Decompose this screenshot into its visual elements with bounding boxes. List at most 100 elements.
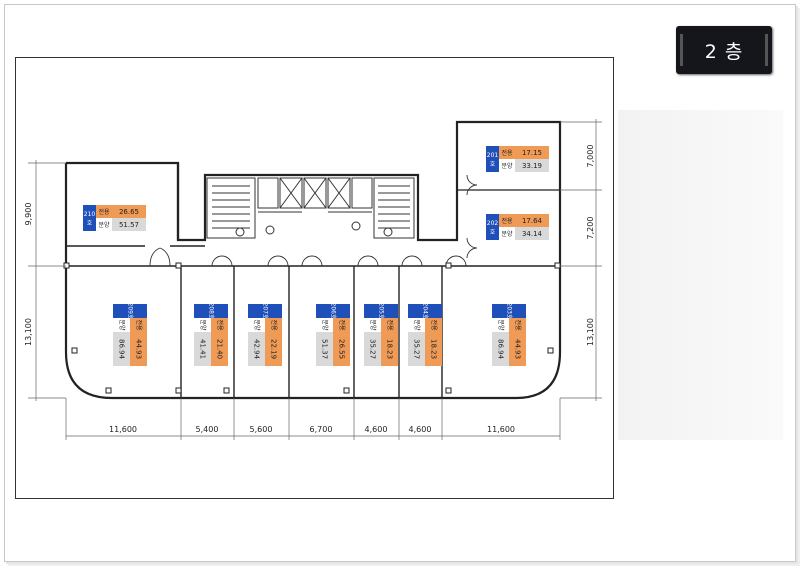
unit-number: 208호 (208, 303, 215, 320)
sale-label-box (248, 318, 265, 332)
exclusive-value-box (265, 332, 282, 366)
sale-label: 분양 (118, 319, 126, 331)
exclusive-value: 44.93 (514, 339, 522, 359)
unit-no-box (408, 304, 442, 318)
dimension-bottom-3: 6,700 (310, 425, 333, 434)
sale-value: 35.27 (369, 339, 377, 359)
sale-label: 분양 (501, 230, 513, 238)
dimension-bottom-2: 5,600 (250, 425, 273, 434)
dimension-bottom-1: 5,400 (196, 425, 219, 434)
plan-frame (15, 57, 614, 499)
sale-value: 86.94 (118, 339, 126, 360)
unit-number: 201 (487, 152, 499, 159)
exclusive-label-box (265, 318, 282, 332)
exclusive-label: 전용 (514, 319, 522, 331)
sale-label-box (499, 159, 515, 172)
exclusive-label: 전용 (338, 319, 346, 331)
doors (149, 174, 478, 267)
exclusive-value-box (509, 332, 526, 366)
sale-value: 86.94 (497, 339, 505, 360)
sale-value-box (515, 159, 549, 172)
sale-label: 분양 (413, 319, 421, 331)
exclusive-label: 전용 (98, 208, 110, 216)
exclusive-value-box (211, 332, 228, 366)
sale-label: 분양 (369, 319, 377, 331)
dimension-right-2: 13,100 (586, 318, 595, 346)
exclusive-value: 44.93 (135, 339, 143, 359)
sale-value-box (492, 332, 509, 366)
exclusive-label-box (333, 318, 350, 332)
exclusive-label: 전용 (386, 319, 394, 331)
exclusive-label-box (425, 318, 442, 332)
sale-value-box (364, 332, 381, 366)
sale-label-box (316, 318, 333, 332)
unit-no-box (364, 304, 398, 318)
exclusive-value: 17.15 (522, 149, 542, 157)
sale-label-box (408, 318, 425, 332)
sale-value: 35.27 (413, 339, 421, 359)
unit-number: 202 (487, 220, 499, 227)
corridor-walls (66, 245, 560, 267)
columns (63, 262, 561, 394)
exclusive-label: 전용 (501, 217, 513, 225)
exclusive-label-box (499, 146, 515, 159)
unit-number: 207호 (262, 303, 269, 320)
floor-badge: 2 층 (676, 26, 772, 74)
unit-number: 205호 (378, 303, 385, 320)
unit-number: 203호 (506, 303, 513, 320)
grid-lines (28, 119, 602, 440)
floor-label: 2 층 (704, 40, 744, 63)
exclusive-value-box (112, 205, 146, 218)
exclusive-value: 21.40 (216, 339, 224, 359)
unit-number: 204호 (422, 303, 429, 320)
unit-no-box (316, 304, 350, 318)
sale-value-box (112, 218, 146, 231)
exclusive-value: 18.23 (386, 339, 394, 359)
sale-label: 분양 (501, 162, 513, 170)
exclusive-label: 전용 (430, 319, 438, 331)
sale-label: 분양 (199, 319, 207, 331)
sale-label-box (113, 318, 130, 332)
exclusive-label-box (96, 205, 112, 218)
dimension-right-0: 7,000 (586, 145, 595, 168)
exclusive-label: 전용 (270, 319, 278, 331)
unit-no-box (113, 304, 147, 318)
sale-value: 42.94 (253, 339, 261, 360)
exclusive-label-box (499, 214, 515, 227)
outer-walls (64, 120, 562, 400)
sale-label: 분양 (321, 319, 329, 331)
exclusive-value-box (515, 146, 549, 159)
sale-value: 34.14 (522, 230, 543, 238)
exclusive-label-box (211, 318, 228, 332)
exclusive-label-box (130, 318, 147, 332)
exclusive-label-box (381, 318, 398, 332)
dimension-bottom-5: 4,600 (409, 425, 432, 434)
exclusive-value-box (333, 332, 350, 366)
sale-label-box (194, 318, 211, 332)
dimension-left-0: 9,900 (24, 203, 33, 226)
sale-label: 분양 (497, 319, 505, 331)
sale-value: 51.37 (321, 339, 329, 359)
unit-no-box (194, 304, 228, 318)
sale-value-box (515, 227, 549, 240)
sale-label: 분양 (98, 221, 110, 229)
exclusive-label: 전용 (135, 319, 143, 331)
exclusive-value-box (515, 214, 549, 227)
sale-value: 33.19 (522, 162, 542, 170)
unit-suffix: 호 (490, 229, 496, 236)
exclusive-value: 18.23 (430, 339, 438, 359)
unit-suffix: 호 (87, 220, 93, 227)
sale-label-box (364, 318, 381, 332)
sale-value-box (194, 332, 211, 366)
unit-no-box (486, 214, 499, 240)
sale-value-box (248, 332, 265, 366)
